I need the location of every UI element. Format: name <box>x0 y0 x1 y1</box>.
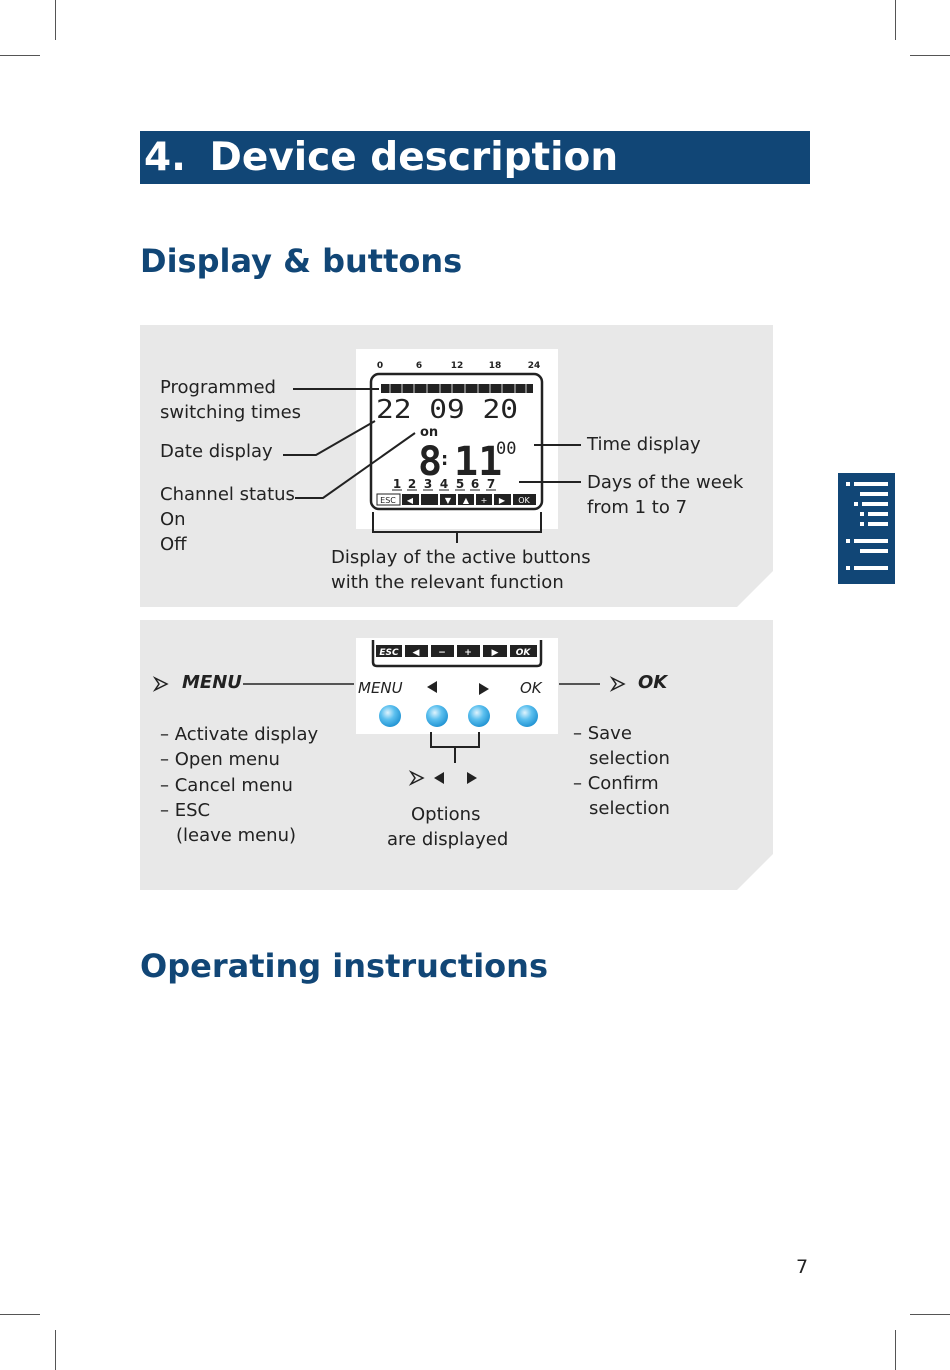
right-arrow-icon <box>479 683 489 695</box>
crop-mark <box>910 55 950 56</box>
bar-key-plus: + <box>464 648 472 658</box>
bar-key-minus: − <box>438 648 446 658</box>
right-button <box>468 705 490 727</box>
day-number: 1 <box>393 477 401 491</box>
options-pointer-icon <box>408 770 425 786</box>
lcd-button-bar <box>376 493 536 506</box>
menu-item: – Cancel menu <box>160 775 293 796</box>
crop-mark <box>55 0 56 40</box>
left-arrow-icon <box>427 681 437 693</box>
ok-pointer-icon <box>609 676 626 692</box>
lcd-date: 22 09 20 <box>376 395 518 425</box>
menu-item: (leave menu) <box>176 825 297 846</box>
options-label: Options <box>411 804 481 825</box>
day-number: 2 <box>408 477 416 491</box>
ok-button <box>516 705 538 727</box>
options-left-icon <box>434 772 444 784</box>
scale-label: 24 <box>528 361 541 371</box>
lcd-key-esc: ESC <box>380 496 396 505</box>
day-number: 7 <box>487 477 495 491</box>
crop-mark <box>910 1314 950 1315</box>
bar-key-esc: ESC <box>379 648 399 658</box>
lcd-key-plus: + <box>481 496 488 505</box>
lcd-hours: 8 <box>418 439 442 485</box>
scale-label: 6 <box>416 361 422 371</box>
lcd-key-up: ▲ <box>463 496 470 505</box>
menu-title: MENU <box>182 672 242 693</box>
lcd-key-left: ◀ <box>407 496 414 505</box>
day-number: 4 <box>440 477 448 491</box>
menu-item: – Activate display <box>160 724 319 745</box>
day-number: 6 <box>471 477 479 491</box>
key-label-menu: MENU <box>358 679 403 697</box>
ok-item: selection <box>589 798 670 819</box>
bar-key-ok: OK <box>516 648 532 658</box>
active-buttons-bracket <box>372 512 542 533</box>
day-number: 5 <box>456 477 464 491</box>
bar-key-left: ◀ <box>413 648 420 658</box>
list-tab-icon <box>838 473 895 584</box>
options-label: are displayed <box>387 829 509 850</box>
display-heading: Display & buttons <box>140 242 463 280</box>
ok-item: selection <box>589 748 670 769</box>
label-programmed: switching times <box>160 402 302 423</box>
label-days: from 1 to 7 <box>587 497 688 518</box>
page-number: 7 <box>796 1256 809 1278</box>
label-active-buttons: with the relevant function <box>331 572 564 593</box>
label-time-display: Time display <box>587 434 701 455</box>
scale-label: 0 <box>377 361 383 371</box>
options-bracket <box>430 732 480 748</box>
operating-heading: Operating instructions <box>140 947 548 985</box>
lcd-key-right: ▶ <box>499 496 506 505</box>
options-right-icon <box>467 772 477 784</box>
leader-channel <box>295 432 416 499</box>
lcd-minutes: 11 <box>454 439 502 485</box>
day-number: 3 <box>424 477 432 491</box>
switching-times-bar <box>381 384 533 393</box>
display-diagram: 0 6 12 18 24 22 09 20 on 8 : 11 00 1 2 3… <box>283 361 581 543</box>
bar-key-right: ▶ <box>492 648 499 658</box>
ok-item: – Confirm <box>573 773 659 794</box>
buttons-diagram: ESC ◀ − + ▶ OK MENU OK <box>152 640 626 786</box>
label-on: On <box>160 509 186 530</box>
lcd-frame <box>369 372 544 511</box>
crop-mark <box>0 55 40 56</box>
leader-date <box>283 420 376 456</box>
scale-label: 18 <box>489 361 502 371</box>
label-off: Off <box>160 534 187 555</box>
menu-item: – ESC <box>160 800 211 821</box>
lcd-seconds: 00 <box>496 439 516 459</box>
crop-mark <box>895 1330 896 1370</box>
section-title: Device description <box>209 135 619 180</box>
lcd-channel-on: on <box>420 425 438 440</box>
lcd-key-down: ▼ <box>445 496 452 505</box>
label-date-display: Date display <box>160 441 273 462</box>
crop-mark <box>55 1330 56 1370</box>
label-days: Days of the week <box>587 472 744 493</box>
keypad-lcd-frame <box>371 640 543 668</box>
section-header: 4. Device description <box>140 131 810 184</box>
ok-title: OK <box>638 672 668 693</box>
scale-label: 12 <box>451 361 464 371</box>
section-number: 4. <box>144 135 186 180</box>
label-programmed: Programmed <box>160 377 276 398</box>
menu-pointer-icon <box>152 676 169 692</box>
label-channel-status: Channel status <box>160 484 295 505</box>
key-label-ok: OK <box>520 679 543 697</box>
lcd-key-ok: OK <box>518 496 530 505</box>
label-active-buttons: Display of the active buttons <box>331 547 591 568</box>
svg-text::: : <box>441 449 448 470</box>
crop-mark <box>0 1314 40 1315</box>
menu-button <box>379 705 401 727</box>
ok-item: – Save <box>573 723 632 744</box>
keypad-button-bar <box>376 645 537 657</box>
menu-item: – Open menu <box>160 749 280 770</box>
crop-mark <box>895 0 896 40</box>
left-button <box>426 705 448 727</box>
